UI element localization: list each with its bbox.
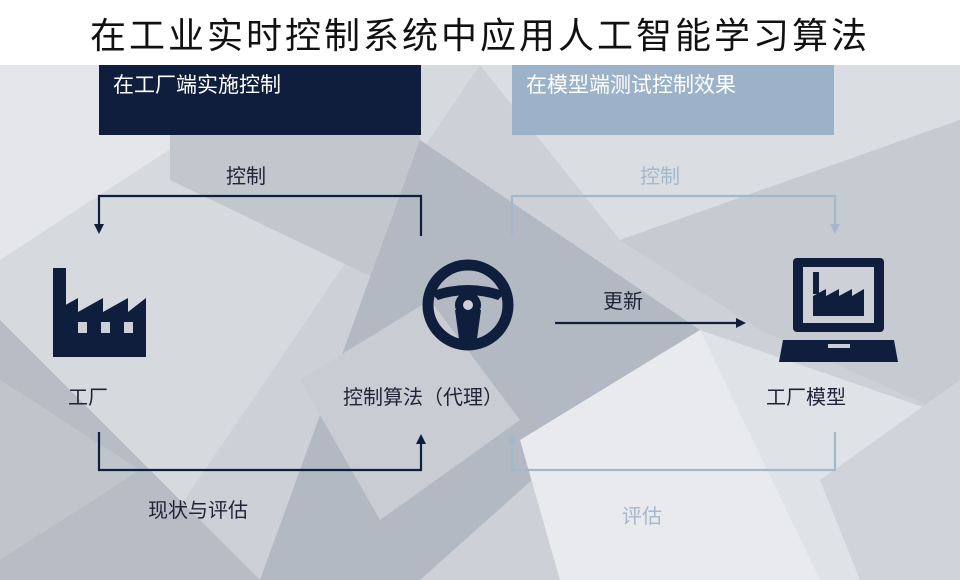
update-label: 更新 [603, 289, 643, 313]
status-eval-label: 现状与评估 [148, 498, 248, 522]
laptop-factory-icon [779, 258, 898, 362]
steering-wheel-icon [422, 259, 514, 351]
eval-label: 评估 [622, 504, 662, 528]
control-label-left: 控制 [226, 164, 266, 188]
model-side-header-text: 在模型端测试控制效果 [526, 73, 736, 97]
factory-side-header: 在工厂端实施控制 [99, 65, 421, 135]
agent-label: 控制算法（代理） [343, 385, 503, 409]
page-title: 在工业实时控制系统中应用人工智能学习算法 [89, 15, 870, 57]
factory-icon [53, 268, 146, 357]
model-side-header: 在模型端测试控制效果 [512, 65, 834, 135]
status-eval-arrow [97, 432, 426, 472]
control-arrow-left [94, 194, 423, 236]
factory-model-label: 工厂模型 [766, 385, 846, 409]
control-arrow-right [510, 194, 840, 236]
factory-side-header-text: 在工厂端实施控制 [113, 73, 281, 97]
factory-label: 工厂 [68, 385, 108, 409]
eval-arrow [507, 432, 837, 472]
title-bar: 在工业实时控制系统中应用人工智能学习算法 [0, 0, 960, 65]
control-label-right: 控制 [640, 164, 680, 188]
